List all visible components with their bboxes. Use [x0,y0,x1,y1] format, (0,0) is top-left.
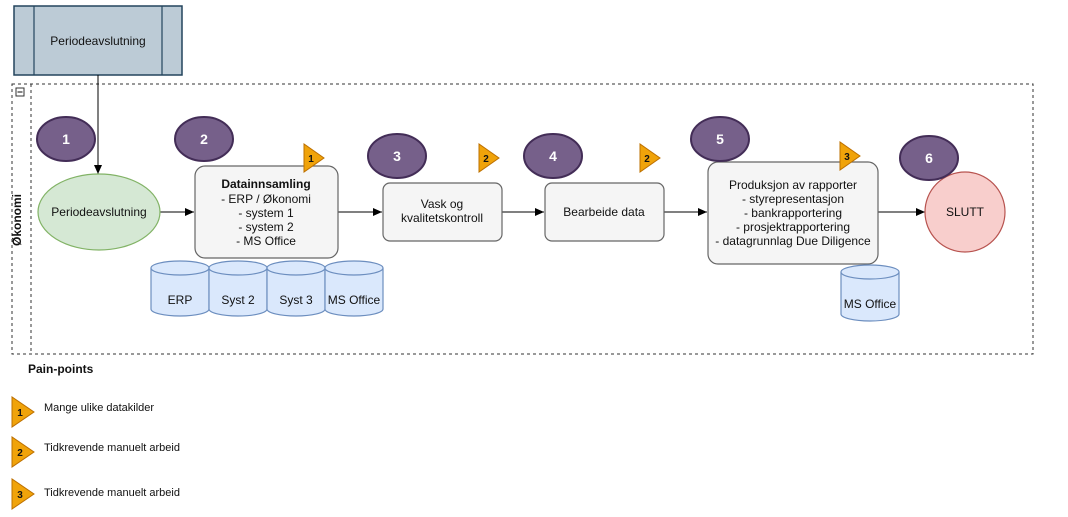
step-number: 1 [62,131,70,147]
pain-marker-number: 2 [644,154,650,165]
datainnsamling-process-box[interactable]: Datainnsamling - ERP / Økonomi - system … [194,165,339,259]
legend-marker-number: 3 [17,490,23,501]
database-cylinder[interactable]: ERP [150,260,210,317]
pain-marker-number: 1 [308,154,314,165]
databases: ERP Syst 2 Syst 3 MS Office MS Office [150,260,900,322]
step-number: 5 [716,131,724,147]
legend-marker-number: 1 [17,408,23,419]
connectors [94,75,925,216]
pain-marker-icon [11,436,35,468]
legend-text: Tidkrevende manuelt arbeid [44,487,180,499]
legend-item: 3 Tidkrevende manuelt arbeid [11,478,180,510]
produksjon-process-box[interactable]: Produksjon av rapporter - styrepresentas… [707,161,879,265]
pain-marker-triangle[interactable]: 1 [303,143,325,173]
bearbeide-process-box[interactable]: Bearbeide data [544,182,665,242]
minus-icon[interactable] [15,87,25,97]
pain-marker-number: 3 [844,152,850,163]
step-number: 4 [549,148,557,164]
legend-text: Tidkrevende manuelt arbeid [44,442,180,454]
legend-title: Pain-points [28,362,94,376]
legend-item: 2 Tidkrevende manuelt arbeid [11,436,180,468]
produksjon-line: - prosjektrapportering [736,220,850,234]
periodeavslutning-box-label: Periodeavslutning [50,34,145,48]
database-cylinder-produksjon[interactable]: MS Office [840,264,900,322]
produksjon-line: - styrepresentasjon [742,192,844,206]
database-label: MS Office [328,293,381,307]
swimlane-label: Økonomi [10,194,24,246]
produksjon-line: - datagrunnlag Due Diligence [715,234,871,248]
pain-marker-icon [11,478,35,510]
start-node-label: Periodeavslutning [51,205,146,219]
step-circle-4[interactable]: 4 [523,133,583,179]
vask-line: kvalitetskontroll [401,211,483,225]
step-circle-3[interactable]: 3 [367,133,427,179]
database-label: ERP [168,293,193,307]
start-node[interactable]: Periodeavslutning [37,173,161,251]
pain-marker-number: 2 [483,154,489,165]
okonomi-swimlane[interactable]: Økonomi [10,83,1034,355]
database-cylinder[interactable]: Syst 3 [266,260,326,317]
step-circle-1[interactable]: 1 [36,116,96,162]
datainnsamling-title: Datainnsamling [221,177,310,191]
database-label: MS Office [844,297,897,311]
pain-marker-icon [11,396,35,428]
bearbeide-line: Bearbeide data [563,205,645,219]
step-number: 3 [393,148,401,164]
legend-marker-number: 2 [17,448,23,459]
step-circle-5[interactable]: 5 [690,116,750,162]
database-cylinder[interactable]: MS Office [324,260,384,317]
datainnsamling-line: - system 1 [238,206,294,220]
database-label: Syst 2 [221,293,255,307]
produksjon-line: - bankrapportering [744,206,842,220]
periodeavslutning-process-box[interactable]: Periodeavslutning [13,5,183,76]
vask-line: Vask og [421,197,463,211]
pain-marker-triangle[interactable]: 3 [839,141,861,171]
database-cylinder[interactable]: Syst 2 [208,260,268,317]
step-circle-6[interactable]: 6 [899,135,959,181]
datainnsamling-line: - ERP / Økonomi [221,192,311,206]
pain-points-legend: Pain-points 1 Mange ulike datakilder 2 T… [11,362,180,510]
legend-text: Mange ulike datakilder [44,402,154,414]
step-number: 6 [925,150,933,166]
step-circle-2[interactable]: 2 [174,116,234,162]
produksjon-line: Produksjon av rapporter [729,178,857,192]
pain-markers: 1 2 2 3 [303,141,861,173]
pain-marker-triangle[interactable]: 2 [478,143,500,173]
step-circles: 1 2 3 4 5 6 [36,116,959,181]
end-node-label: SLUTT [946,205,985,219]
database-label: Syst 3 [279,293,313,307]
step-number: 2 [200,131,208,147]
datainnsamling-line: - system 2 [238,220,294,234]
legend-item: 1 Mange ulike datakilder [11,396,154,428]
pain-marker-triangle[interactable]: 2 [639,143,661,173]
end-node[interactable]: SLUTT [924,171,1006,253]
datainnsamling-line: - MS Office [236,234,296,248]
vask-process-box[interactable]: Vask og kvalitetskontroll [382,182,503,242]
